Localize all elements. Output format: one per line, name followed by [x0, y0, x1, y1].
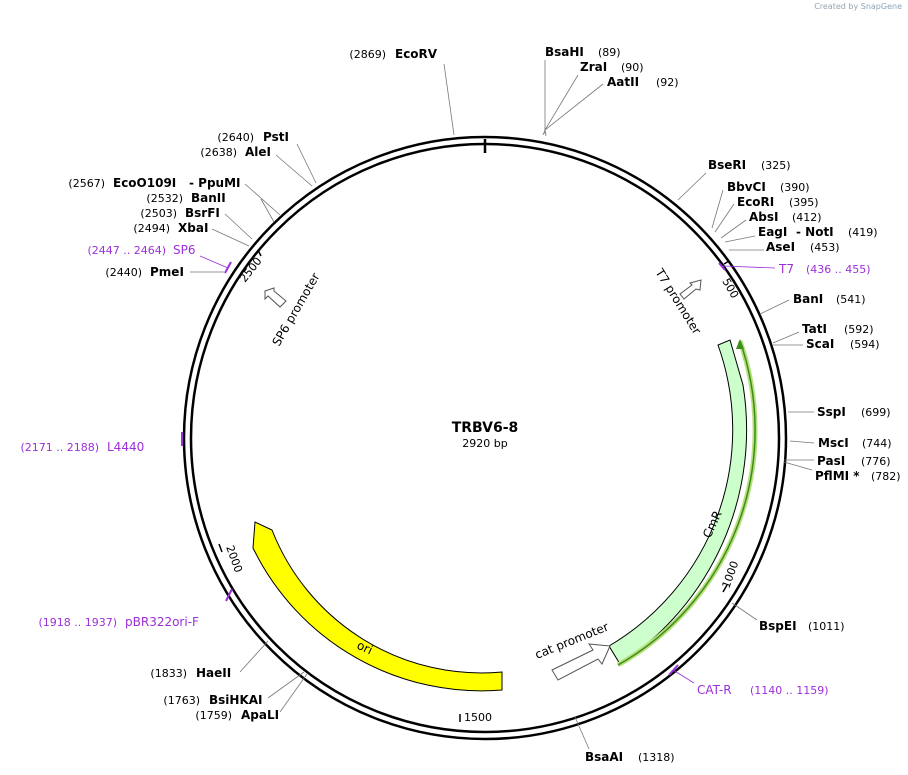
enzyme-scai: ScaI: [806, 337, 834, 351]
enzyme-bsihkai: BsiHKAI: [209, 693, 263, 707]
t7-promoter-feature: T7 promoter: [652, 265, 704, 336]
primer-labels: (2447 .. 2464) SP6 T7 (436 .. 455) (2171…: [20, 243, 870, 697]
enzyme-labels: (2869) EcoRV BsaHI (89) ZraI (90) AatII …: [68, 45, 900, 764]
enzyme-absi: AbsI: [749, 210, 778, 224]
enzyme-msci: MscI: [818, 436, 849, 450]
enzyme-pos-banii: (2532): [146, 192, 183, 205]
primer-range-l4440: (2171 .. 2188): [20, 441, 99, 454]
tick-2000: 2000: [223, 544, 245, 575]
tick-2500: 2500: [237, 255, 264, 285]
enzyme-pos-sspi: (699): [861, 406, 891, 419]
enzyme-tati: TatI: [802, 322, 827, 336]
primer-t7: T7: [778, 262, 794, 276]
enzyme-banii: BanII: [191, 191, 226, 205]
enzyme-alei: AleI: [245, 145, 271, 159]
enzyme-psti: PstI: [263, 130, 289, 144]
enzyme-pos-haeii: (1833): [150, 667, 187, 680]
primer-range-cat-r: (1140 .. 1159): [750, 684, 829, 697]
primer-leaders: [199, 255, 776, 684]
enzyme-aatii: AatII: [607, 75, 639, 89]
enzyme-ecoo109i: EcoO109I: [113, 176, 176, 190]
primer-pbr322ori-f: pBR322ori-F: [125, 615, 199, 629]
enzyme-pos-bbvci: (390): [780, 181, 810, 194]
enzyme-noti: - NotI: [796, 225, 834, 239]
enzyme-sspi: SspI: [817, 405, 846, 419]
cat-promoter-feature: cat promoter: [533, 619, 611, 681]
primer-l4440: L4440: [107, 440, 144, 454]
enzyme-pos-scai: (594): [850, 338, 880, 351]
enzyme-pmei: PmeI: [150, 265, 184, 279]
enzyme-pos-bsahi: (89): [598, 46, 621, 59]
enzyme-pos-msci: (744): [862, 437, 892, 450]
enzyme-eagi: EagI: [758, 225, 787, 239]
enzyme-pos-apali: (1759): [195, 709, 232, 722]
enzyme-pos-eagi: (419): [848, 226, 878, 239]
primer-cat-r: CAT-R: [697, 683, 732, 697]
enzyme-bbvci: BbvCI: [727, 180, 766, 194]
enzyme-pos-bsrfi: (2503): [140, 207, 177, 220]
cmr-feature: CmR: [608, 339, 748, 665]
enzyme-pos-pasi: (776): [861, 455, 891, 468]
enzyme-pos-ecorv: (2869): [349, 48, 386, 61]
plasmid-name: TRBV6-8: [452, 420, 519, 436]
enzyme-pos-xbai: (2494): [133, 222, 170, 235]
primer-sp6: SP6: [173, 243, 196, 257]
enzyme-bseri: BseRI: [708, 158, 746, 172]
enzyme-pos-bani: (541): [836, 293, 866, 306]
enzyme-pos-asei: (453): [810, 241, 840, 254]
primer-range-sp6: (2447 .. 2464): [87, 244, 166, 257]
enzyme-bsrfi: BsrFI: [185, 206, 220, 220]
enzyme-pos-bseri: (325): [761, 159, 791, 172]
enzyme-pos-tati: (592): [844, 323, 874, 336]
sp6-promoter-label: SP6 promoter: [269, 270, 322, 348]
enzyme-xbai: XbaI: [178, 221, 208, 235]
enzyme-pos-bsihkai: (1763): [163, 694, 200, 707]
primer-range-t7: (436 .. 455): [806, 263, 871, 276]
enzyme-haeii: HaeII: [196, 666, 231, 680]
enzyme-asei: AseI: [766, 240, 795, 254]
enzyme-pos-ecori: (395): [789, 196, 819, 209]
cmr-orf: [616, 339, 758, 668]
enzyme-bspei: BspEI: [759, 619, 797, 633]
t7-promoter-label: T7 promoter: [652, 265, 704, 336]
enzyme-leaders: [190, 60, 815, 750]
enzyme-pos-alei: (2638): [200, 146, 237, 159]
enzyme-pflmi: PflMI *: [815, 469, 860, 483]
enzyme-ecori: EcoRI: [737, 195, 774, 209]
ori-feature: ori: [252, 521, 503, 692]
enzyme-pos-pmei: (2440): [105, 266, 142, 279]
plasmid-length: 2920 bp: [462, 437, 507, 450]
enzyme-pos-psti: (2640): [217, 131, 254, 144]
enzyme-pos-zrai: (90): [621, 61, 644, 74]
enzyme-ppumi: - PpuMI: [189, 176, 241, 190]
enzyme-bsahi: BsaHI: [545, 45, 584, 59]
tick-500: 500: [719, 276, 741, 301]
primer-range-pbr322ori-f: (1918 .. 1937): [38, 616, 117, 629]
backbone: [182, 135, 788, 741]
enzyme-pasi: PasI: [817, 454, 845, 468]
enzyme-pos-bspei: (1011): [808, 620, 845, 633]
primer-marks: [181, 261, 726, 676]
enzyme-bsaai: BsaAI: [585, 750, 623, 764]
sp6-promoter-feature: SP6 promoter: [264, 270, 323, 349]
enzyme-pos-ecoo109i: (2567): [68, 177, 105, 190]
enzyme-apali: ApaLI: [241, 708, 279, 722]
enzyme-pos-aatii: (92): [656, 76, 679, 89]
enzyme-zrai: ZraI: [580, 60, 607, 74]
enzyme-pos-bsaai: (1318): [638, 751, 675, 764]
snapgene-credit: Created by SnapGene: [814, 2, 902, 11]
tick-1500: 1500: [464, 711, 492, 724]
ori-label: ori: [355, 638, 375, 657]
enzyme-bani: BanI: [793, 292, 823, 306]
enzyme-pos-pflmi: (782): [871, 470, 901, 483]
enzyme-pos-absi: (412): [792, 211, 822, 224]
enzyme-ecorv: EcoRV: [395, 47, 438, 61]
